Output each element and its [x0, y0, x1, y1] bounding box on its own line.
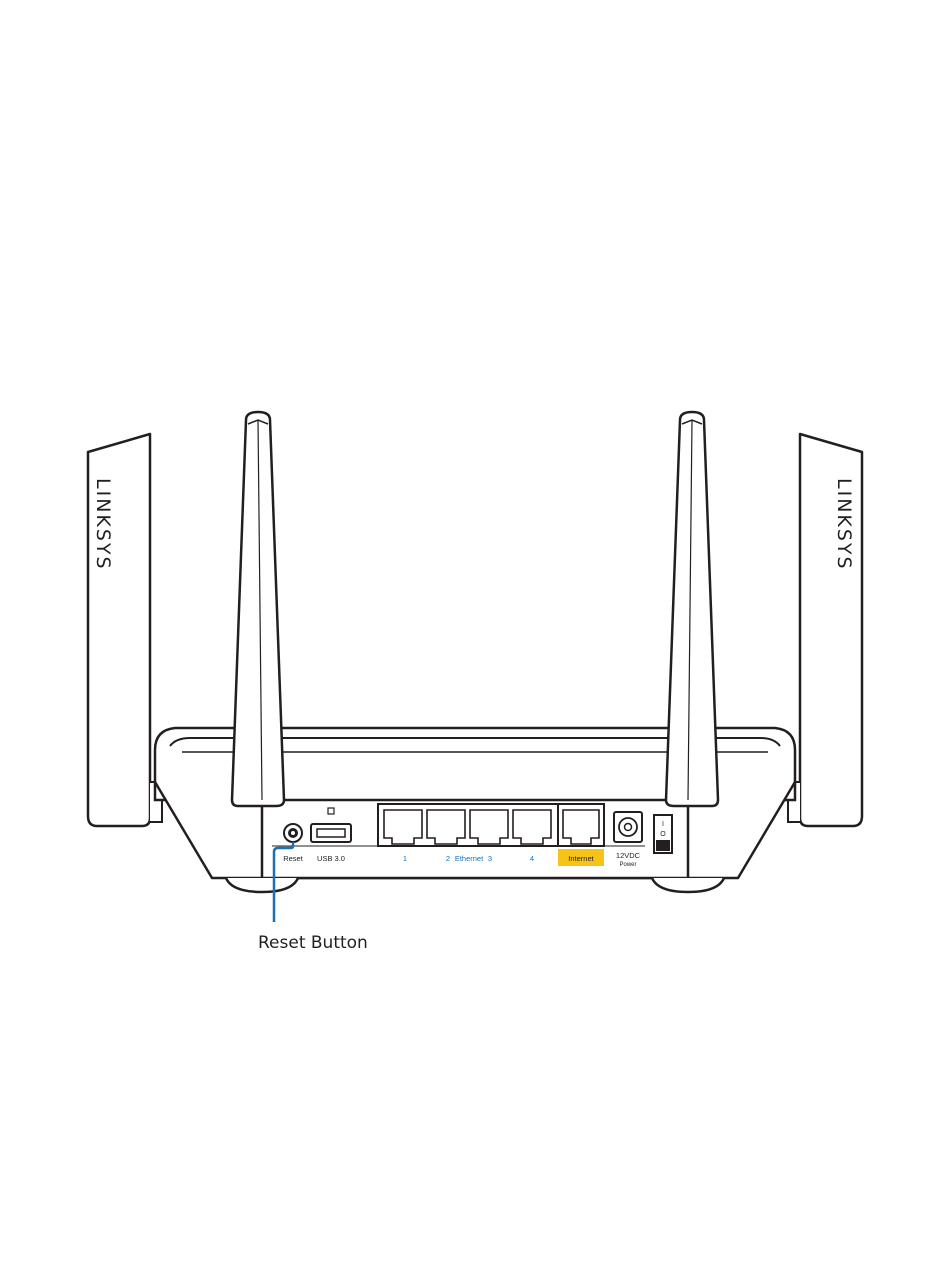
ethernet-ports	[378, 804, 558, 846]
reset-port-label: Reset	[283, 854, 304, 863]
power-jack	[614, 812, 642, 842]
switch-on-mark: I	[662, 821, 664, 828]
right-paddle-antenna: LINKSYS	[788, 434, 862, 826]
usb-port-label: USB 3.0	[317, 854, 345, 863]
left-tall-antenna	[232, 412, 284, 806]
ethernet-2-label: 2	[446, 854, 450, 863]
ethernet-4-label: 4	[530, 854, 534, 863]
left-paddle-antenna: LINKSYS	[88, 434, 162, 826]
power-label: Power	[619, 862, 636, 868]
reset-button-callout-label: Reset Button	[258, 933, 368, 953]
right-tall-antenna	[666, 412, 718, 806]
internet-port-label: Internet	[568, 854, 594, 863]
ethernet-3-label: 3	[488, 854, 492, 863]
power-voltage-label: 12VDC	[616, 851, 641, 860]
power-switch: I O	[654, 815, 672, 853]
ethernet-group-label: Ethernet	[455, 854, 484, 863]
right-antenna-brand: LINKSYS	[833, 478, 855, 571]
switch-off-mark: O	[660, 831, 666, 838]
reset-button-port	[284, 824, 302, 842]
ethernet-1-label: 1	[403, 854, 407, 863]
left-antenna-brand: LINKSYS	[92, 478, 114, 571]
internet-port	[558, 804, 604, 846]
